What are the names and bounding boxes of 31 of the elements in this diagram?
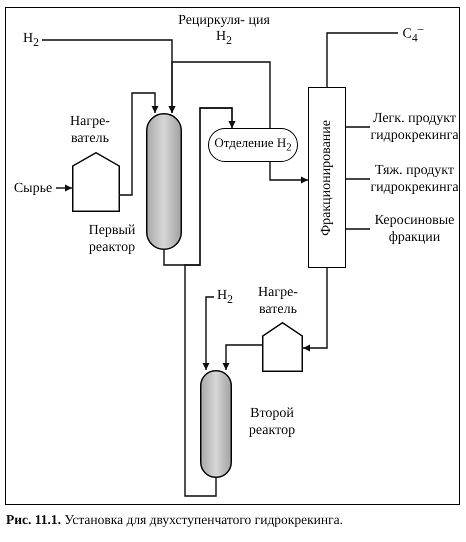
equipment-label: Нагре- ватель [257, 284, 299, 318]
flow-line [168, 61, 271, 128]
product-label: Легк. продукт гидрокрекинга [370, 110, 459, 144]
flow-line [56, 184, 72, 192]
reactor-vessel [146, 113, 182, 250]
feed-label: Сырье [10, 179, 56, 197]
flow-line [184, 107, 236, 497]
column-label: Фракционирование [319, 120, 335, 236]
flow-line [269, 162, 308, 184]
separator-vessel [208, 128, 298, 162]
flow-line [346, 126, 370, 128]
flow-line [120, 92, 158, 196]
flow-line [346, 228, 370, 230]
product-label: Тяж. продукт гидрокрекинга [370, 162, 459, 196]
hydrogen-label: H$_{2}$ [20, 31, 42, 49]
figure-caption: Рис. 11.1. Установка для двухступенчатого гидрокрекинга. [6, 512, 344, 528]
hydrogen-label: H$_{2}$ [214, 288, 236, 306]
equipment-label: Второй реактор [248, 405, 296, 439]
heater-furnace [72, 152, 120, 212]
equipment-label: Нагре- ватель [69, 113, 111, 147]
fractionation-column [308, 87, 346, 268]
flow-line [346, 178, 370, 180]
product-label: Керосиновые фракции [370, 212, 459, 246]
flow-line [326, 32, 398, 87]
reactor-vessel [200, 370, 232, 478]
equipment-label: Первый реактор [88, 222, 136, 256]
separator-label: Отделение H$_{2}$ [214, 134, 292, 156]
heater-furnace [262, 322, 303, 372]
flow-line [303, 268, 328, 352]
flow-line [222, 344, 262, 370]
flow-line [202, 296, 214, 370]
